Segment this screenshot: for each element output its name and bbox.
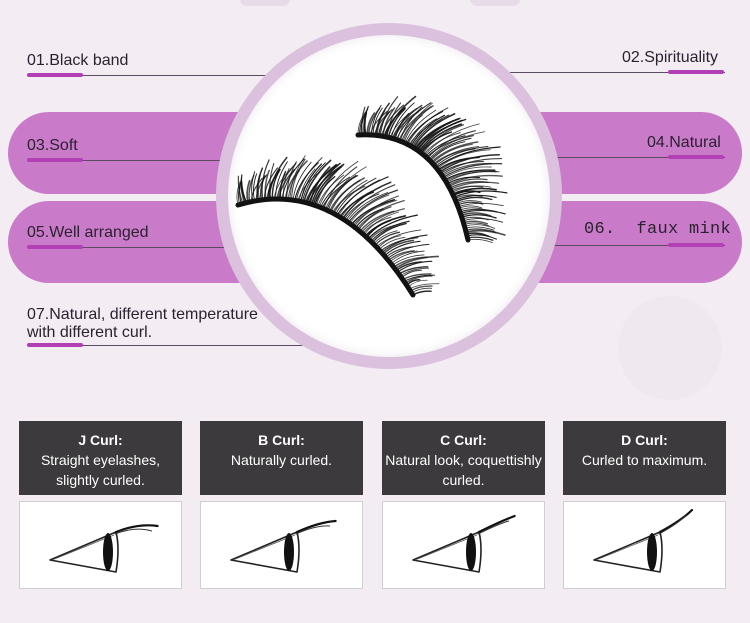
feature-accent-natural xyxy=(668,155,724,159)
feature-label-black-band: 01.Black band xyxy=(27,52,129,69)
feature-line-well-arranged xyxy=(27,247,237,248)
top-decoration-left xyxy=(240,0,290,6)
eye-curl-diagram-icon xyxy=(230,519,337,573)
curl-card-c: C Curl: Natural look, coquettishly curle… xyxy=(382,421,545,589)
curl-diagram-frame xyxy=(563,501,726,589)
curl-diagram-frame xyxy=(200,501,363,589)
curl-card-j: J Curl: Straight eyelashes, slightly cur… xyxy=(19,421,182,589)
feature-label-spirituality: 02.Spirituality xyxy=(622,49,719,66)
feature-label-well-arranged: 05.Well arranged xyxy=(27,224,149,241)
curl-description: Curled to maximum. xyxy=(581,452,708,468)
curl-description: Natural look, coquettishly curled. xyxy=(385,452,542,488)
curl-title: B Curl: xyxy=(258,432,305,448)
eye-curl-diagram-icon xyxy=(593,508,694,573)
feature-label-curl-temperature: 07.Natural, different temperature with d… xyxy=(27,306,258,341)
feature-accent-faux-mink xyxy=(668,243,724,247)
feature-line-black-band xyxy=(27,75,275,76)
curl-card-header: J Curl: Straight eyelashes, slightly cur… xyxy=(19,421,182,495)
curl-card-b: B Curl: Naturally curled. xyxy=(200,421,363,589)
curl-card-header: D Curl: Curled to maximum. xyxy=(563,421,726,495)
top-decoration-right xyxy=(470,0,520,6)
feature-line-natural xyxy=(530,157,725,158)
curl-title: J Curl: xyxy=(78,432,123,448)
feature-line-soft xyxy=(27,160,237,161)
feature-accent-well-arranged xyxy=(27,245,83,249)
curl-card-header: C Curl: Natural look, coquettishly curle… xyxy=(382,421,545,495)
eye-curl-diagram-icon xyxy=(412,514,516,573)
eye-curl-diagram-icon xyxy=(49,524,159,573)
curl-diagram-frame xyxy=(19,501,182,589)
feature-line-spirituality xyxy=(485,72,725,73)
curl-diagram-frame xyxy=(382,501,545,589)
feature-accent-curl-temperature xyxy=(27,343,83,347)
feature-label-faux-mink: 06. faux mink xyxy=(584,220,732,239)
feature-line-faux-mink xyxy=(530,245,725,246)
curl-title: D Curl: xyxy=(621,432,668,448)
curl-description: Straight eyelashes, slightly curled. xyxy=(40,452,161,488)
curl-title: C Curl: xyxy=(440,432,487,448)
feature-label-soft: 03.Soft xyxy=(27,137,78,154)
feature-accent-soft xyxy=(27,158,83,162)
product-disc xyxy=(228,35,550,357)
curl-description: Naturally curled. xyxy=(230,452,333,468)
feature-accent-black-band xyxy=(27,73,83,77)
eyelash-strip-left xyxy=(235,155,440,298)
decorative-circle xyxy=(618,296,722,400)
eyelash-strip-right xyxy=(355,95,508,243)
feature-line-curl-temperature xyxy=(27,345,319,346)
feature-label-natural: 04.Natural xyxy=(647,134,721,151)
feature-accent-spirituality xyxy=(668,70,724,74)
curl-card-header: B Curl: Naturally curled. xyxy=(200,421,363,495)
curl-card-d: D Curl: Curled to maximum. xyxy=(563,421,726,589)
false-eyelashes-image xyxy=(235,95,508,298)
